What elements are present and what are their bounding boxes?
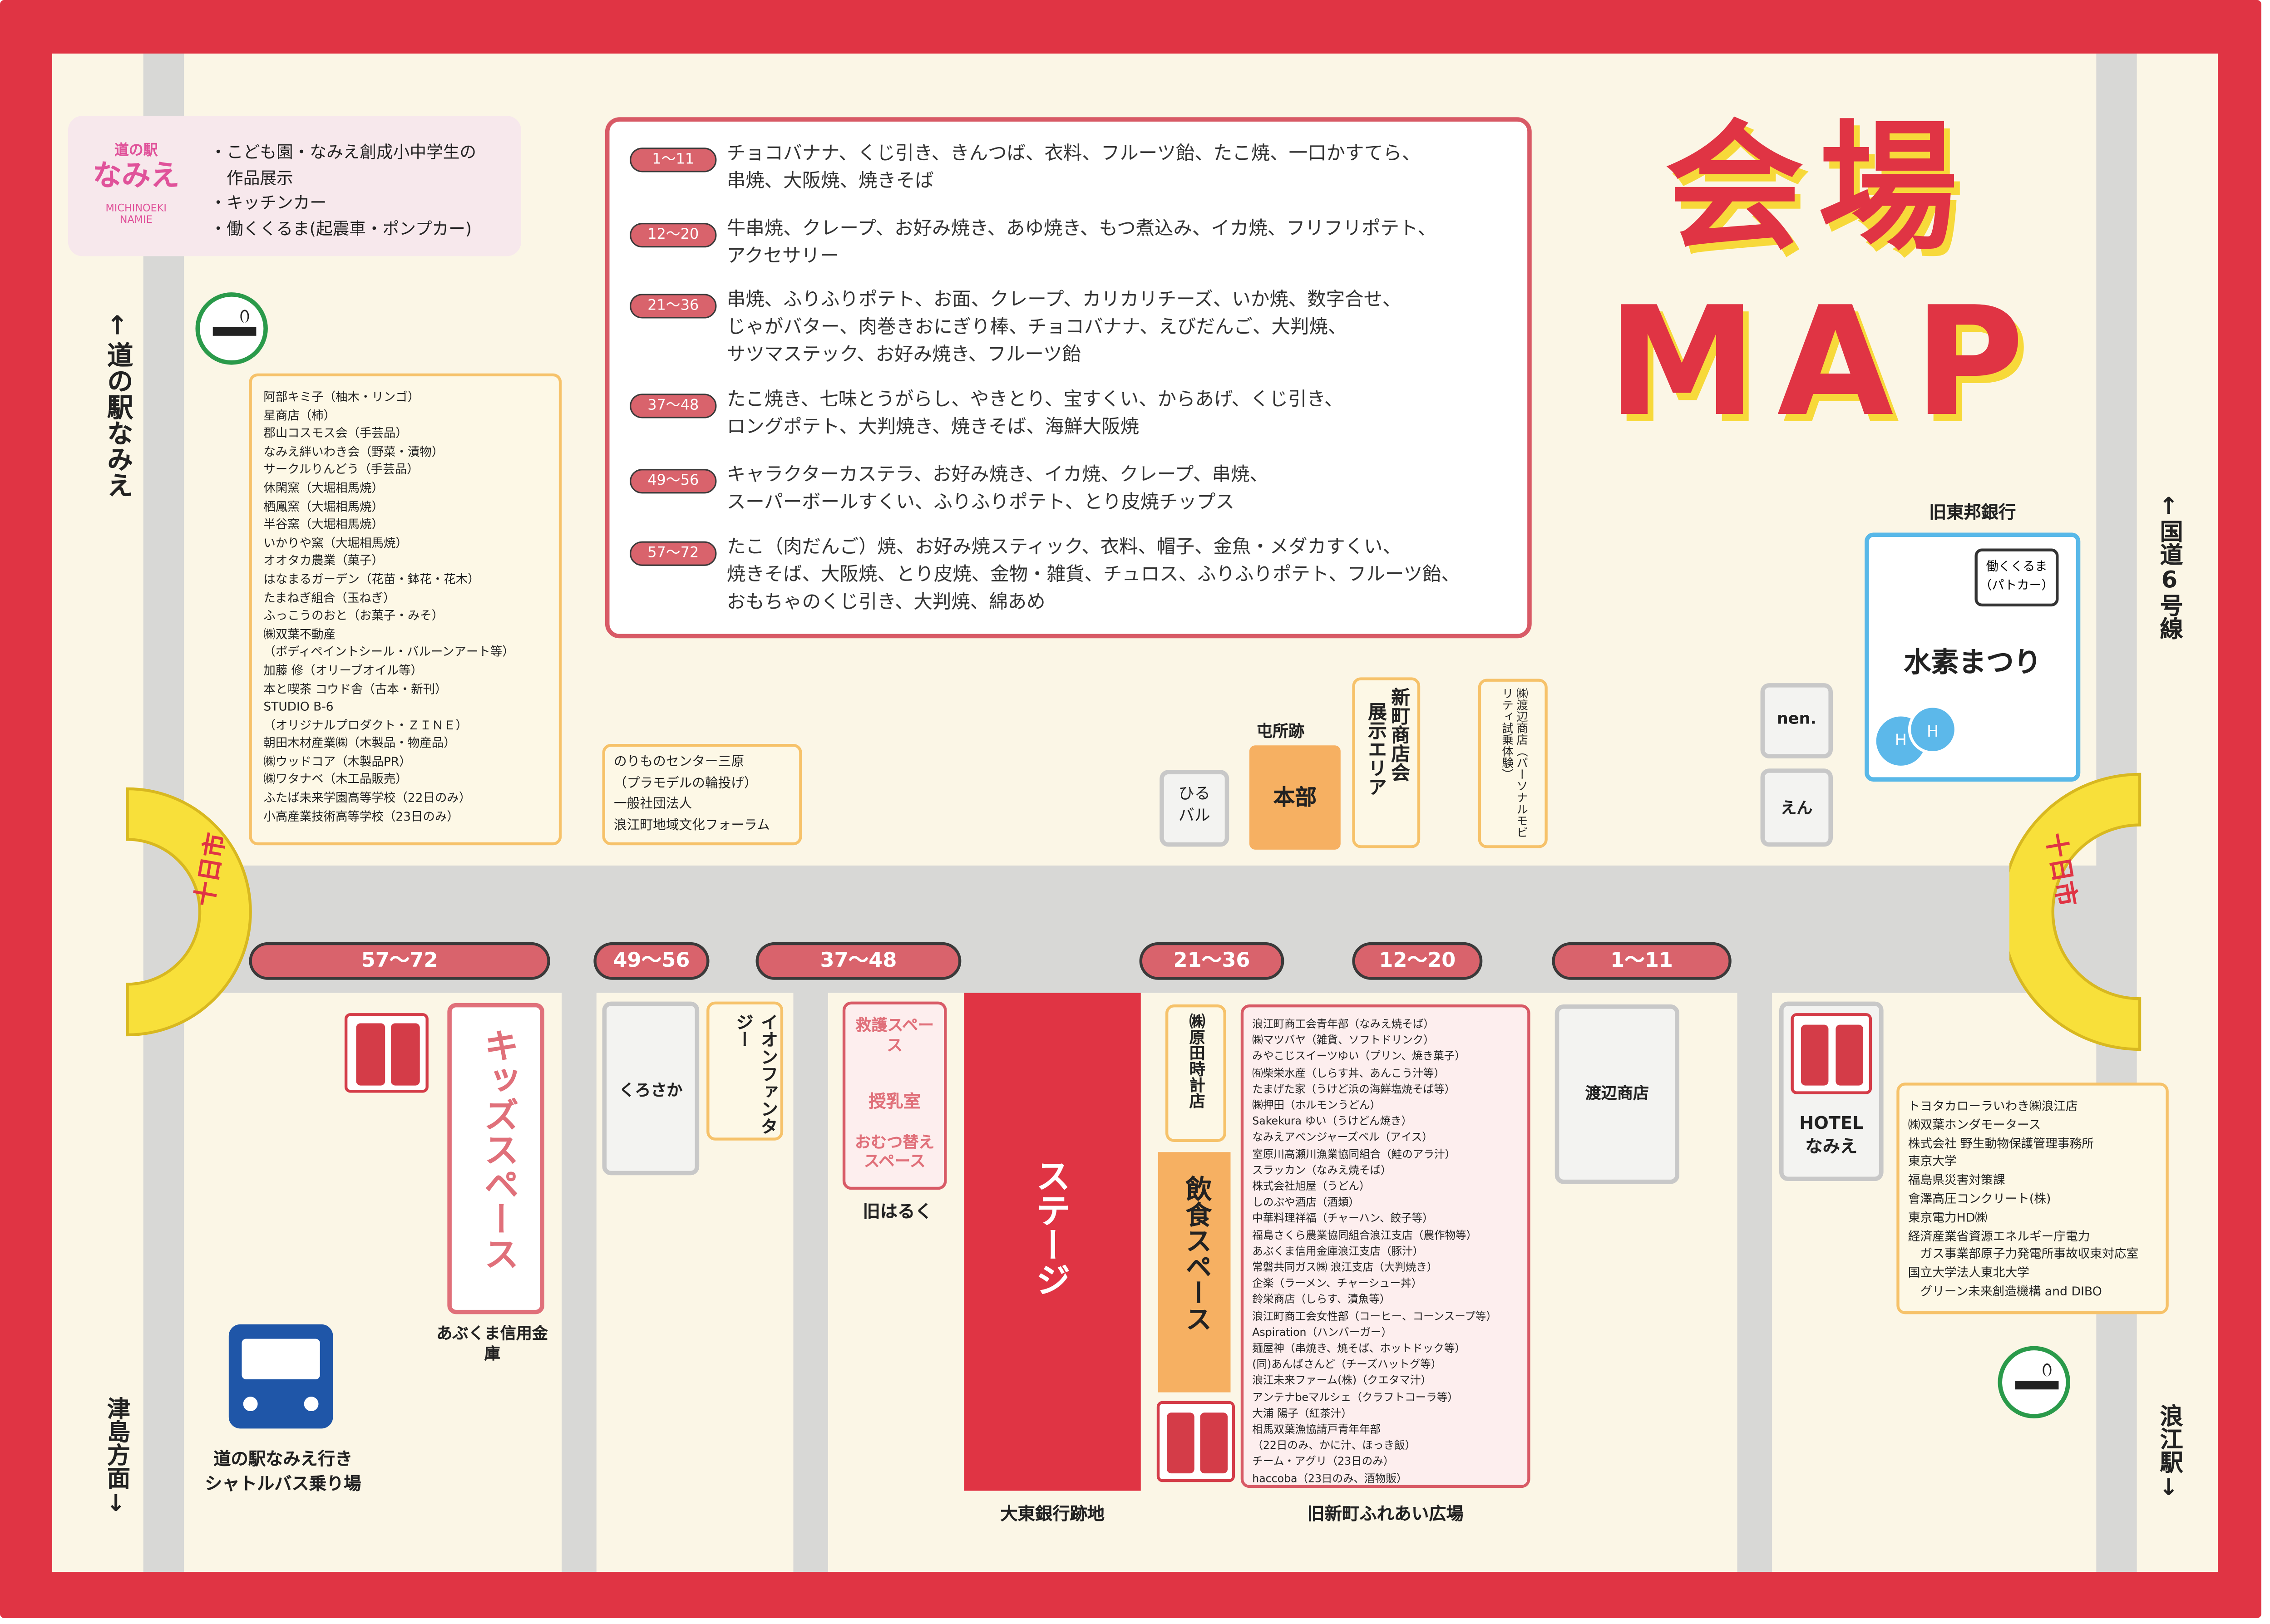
road-v2	[793, 993, 828, 1572]
norimono-panel	[602, 744, 802, 846]
legend-text: キャラクターカステラ、お好み焼き、イカ焼、クレープ、串焼、スーパーボールすくい、…	[726, 464, 1268, 514]
shinmachi-label: 新町商店会	[1387, 687, 1409, 782]
legend-range: 37〜48	[630, 394, 717, 418]
toilet-icon	[344, 1013, 429, 1093]
watanabe-shoten-box	[1554, 1004, 1679, 1184]
legend-text: たこ（肉だんご）焼、お好み焼スティック、衣料、帽子、金魚・メダカすくい、焼きそば…	[726, 537, 1460, 614]
legend-range: 57〜72	[630, 541, 717, 566]
dining-space-box	[1158, 1152, 1231, 1393]
center-vendor-list: 浪江町商工会青年部（なみえ焼そば）㈱マツバヤ（雑貨、ソフトドリンク）みやこじスイ…	[1252, 1017, 1497, 1485]
first-aid-box	[842, 1001, 947, 1190]
fureai-label: 旧新町ふれあい広場	[1307, 1504, 1464, 1524]
right-vendor-list: トヨタカローラいわき㈱浪江店㈱双葉ホンダモータース株式会社 野生動物保護管理事務…	[1908, 1098, 2139, 1299]
nen-box	[1760, 683, 1833, 758]
tenji-label: 展示エリア	[1363, 702, 1386, 796]
center-vendor-panel	[1240, 1004, 1530, 1488]
logo: 道の駅 なみえ MICHINOEKI NAMIE	[93, 143, 180, 226]
top-notes: ・こども園・なみえ創成小中学生の 作品展示・キッチンカー・働くくるま(起震車・ポ…	[210, 142, 477, 238]
shinmachi-box	[1352, 677, 1421, 848]
stall-49-56: 49〜56	[593, 942, 710, 980]
stage-area	[964, 993, 1141, 1491]
bus-icon	[228, 1324, 333, 1429]
stall-21-36: 21〜36	[1139, 942, 1284, 980]
left-vendor-panel	[249, 373, 562, 846]
smoking-area-icon	[1998, 1346, 2070, 1419]
aeon-fantasy-label: イオンファンタジー	[734, 1013, 779, 1135]
road-v3	[1737, 993, 1772, 1572]
direction-route6: ↑国道6号線	[2156, 492, 2183, 640]
toilet-icon	[1791, 1013, 1872, 1094]
tokaichi-arc-right	[2009, 773, 2142, 1051]
daito-label: 大東銀行跡地	[1000, 1504, 1105, 1524]
harada-label: ㈱原田時計店	[1187, 1013, 1206, 1109]
norimono-text: のりものセンター三原（プラモデルの輪投げ）一般社団法人浪江町地域文化フォーラム	[614, 755, 770, 833]
road-v1	[562, 993, 597, 1572]
left-vendor-list: 阿部キミ子（柚木・リンゴ）星商店（柿）郡山コスモス会（手芸品）なみえ絆いわき会（…	[263, 389, 514, 823]
direction-michinoeki: ↑道の駅なみえ	[103, 311, 133, 498]
watanabe-shoten-label: 渡辺商店	[1585, 1084, 1649, 1103]
toilet-icon	[1156, 1401, 1235, 1482]
tonsho-label: 屯所跡	[1256, 722, 1305, 741]
legend-text: チョコバナナ、くじ引き、きんつば、衣料、フルーツ飴、たこ焼、一口かすてら、串焼、…	[726, 143, 1421, 193]
hirubaru-label: ひるバル	[1178, 784, 1210, 825]
kids-space-box	[447, 1003, 544, 1314]
kids-space-label: キッズスペース	[478, 1028, 518, 1271]
aeon-fantasy-box	[706, 1001, 784, 1141]
watanabe-mobility-label: ㈱渡辺商店（パーソナルモビリティ試乗体験）	[1501, 687, 1529, 838]
legend-range: 1〜11	[630, 148, 717, 172]
kyutoho-label: 旧東邦銀行	[1929, 502, 2016, 523]
title-map: MAP	[1607, 273, 2045, 450]
title-kaijo: 会場	[1665, 107, 1972, 270]
legend-text: 串焼、ふりふりポテト、お面、クレープ、カリカリチーズ、いか焼、数字合せ、じゃがバ…	[726, 289, 1401, 366]
diaper-space-label: おむつ替えスペース	[854, 1133, 935, 1171]
legend-panel	[605, 117, 1532, 639]
tokaichi-arc-left	[126, 787, 252, 1037]
patrol-car-box: 働くくるま（パトカー）	[1974, 548, 2059, 607]
legend-range: 12〜20	[630, 223, 717, 248]
notes-panel	[68, 116, 521, 256]
stall-57-72: 57〜72	[249, 942, 550, 980]
stall-1-11: 1〜11	[1552, 942, 1732, 980]
right-vendor-panel	[1896, 1083, 2169, 1314]
legend-text: 牛串焼、クレープ、お好み焼き、あゆ焼き、もつ煮込み、イカ焼、フリフリポテト、アク…	[726, 218, 1437, 268]
nen-label: nen.	[1777, 709, 1816, 728]
honbu-label: 本部	[1273, 784, 1317, 811]
stall-12-20: 12〜20	[1352, 942, 1483, 980]
hydrogen-icon: H	[1908, 704, 1958, 754]
shuttle-bus-label: 道の駅なみえ行きシャトルバス乗り場	[205, 1448, 361, 1494]
hirubaru-box	[1160, 770, 1229, 847]
watanabe-mobility-box	[1478, 679, 1548, 848]
dining-space-label: 飲食スペース	[1181, 1175, 1212, 1332]
kurosaka-box	[602, 1001, 700, 1176]
smoking-area-icon	[195, 292, 268, 365]
stall-37-48: 37〜48	[755, 942, 962, 980]
direction-namie-station: 浪江駅↓	[2156, 1404, 2183, 1501]
en-box	[1760, 768, 1833, 847]
abukuma-label: あぶくま信用金庫	[436, 1324, 548, 1363]
kurosaka-label: くろさか	[619, 1081, 683, 1100]
suiso-label: 水素まつり	[1904, 647, 2042, 679]
legend-range: 49〜56	[630, 469, 717, 494]
direction-tsushima: 津島方面↓	[103, 1397, 130, 1517]
en-label: えん	[1781, 799, 1813, 818]
first-aid-label: 救護スペース	[855, 1016, 934, 1055]
legend-range: 21〜36	[630, 294, 717, 319]
stage-label: ステージ	[1029, 1158, 1070, 1297]
harada-box	[1165, 1004, 1226, 1142]
legend-text: たこ焼き、七味とうがらし、やきとり、宝すくい、からあげ、くじ引き、ロングポテト、…	[726, 389, 1343, 439]
nursing-room-label: 授乳室	[869, 1091, 921, 1112]
kyuharuku-label: 旧はるく	[863, 1201, 933, 1222]
honbu-box	[1249, 745, 1341, 850]
